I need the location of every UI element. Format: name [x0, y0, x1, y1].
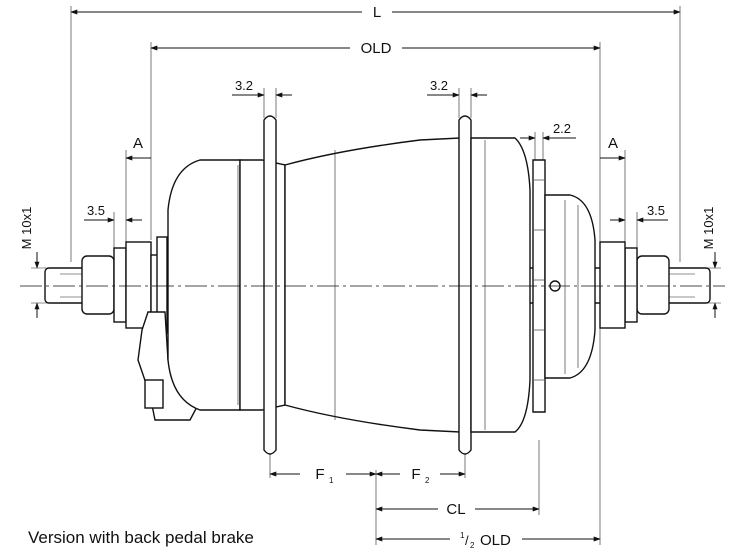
svg-text:OLD: OLD: [480, 532, 511, 549]
dimension-nut-right: 3.5: [610, 203, 668, 250]
dimension-a-left: A: [125, 135, 151, 250]
svg-text:/: /: [465, 533, 469, 548]
sprocket: [532, 159, 546, 413]
svg-text:3.5: 3.5: [647, 203, 665, 218]
dimension-old: OLD: [150, 40, 601, 57]
svg-text:2: 2: [425, 476, 430, 485]
hub-shell: [284, 137, 461, 433]
svg-text:M 10x1: M 10x1: [19, 207, 34, 250]
dimension-nut-left: 3.5: [84, 203, 142, 250]
svg-text:1: 1: [460, 531, 465, 540]
flange-left: [263, 115, 277, 455]
svg-text:3.5: 3.5: [87, 203, 105, 218]
svg-text:A: A: [133, 135, 143, 152]
axle-nut-right: [636, 255, 670, 315]
dimension-old-label: OLD: [361, 40, 392, 57]
svg-text:3.2: 3.2: [235, 78, 253, 93]
svg-text:F: F: [315, 466, 324, 483]
dimension-f1: F 1: [269, 466, 377, 485]
flange-right: [458, 115, 472, 455]
washer-left: [113, 247, 127, 323]
svg-text:3.2: 3.2: [430, 78, 448, 93]
svg-text:A: A: [608, 135, 618, 152]
svg-text:2: 2: [470, 541, 475, 550]
dimension-sprocket-offset: 2.2: [520, 121, 576, 170]
svg-text:2.2: 2.2: [553, 121, 571, 136]
driver: [544, 194, 596, 379]
washer-right: [624, 247, 638, 323]
brake-housing: [167, 159, 241, 411]
hub-body: [44, 115, 711, 455]
figure-caption: Version with back pedal brake: [28, 528, 254, 547]
dimension-l: L: [70, 4, 681, 21]
svg-text:CL: CL: [446, 501, 465, 518]
dimension-half-old: 1 / 2 OLD: [375, 531, 601, 550]
dimension-flange-left-thickness: 3.2: [232, 78, 292, 118]
dimension-f2: F 2: [375, 466, 466, 485]
locknut-right: [599, 241, 626, 329]
dimension-cl: CL: [375, 501, 540, 518]
dimension-flange-right-thickness: 3.2: [427, 78, 487, 118]
dimension-l-label: L: [373, 4, 381, 21]
svg-text:F: F: [411, 466, 420, 483]
svg-text:1: 1: [329, 476, 334, 485]
svg-text:M 10x1: M 10x1: [701, 207, 716, 250]
axle-nut-left: [81, 255, 115, 315]
dimension-a-right: A: [600, 135, 626, 250]
